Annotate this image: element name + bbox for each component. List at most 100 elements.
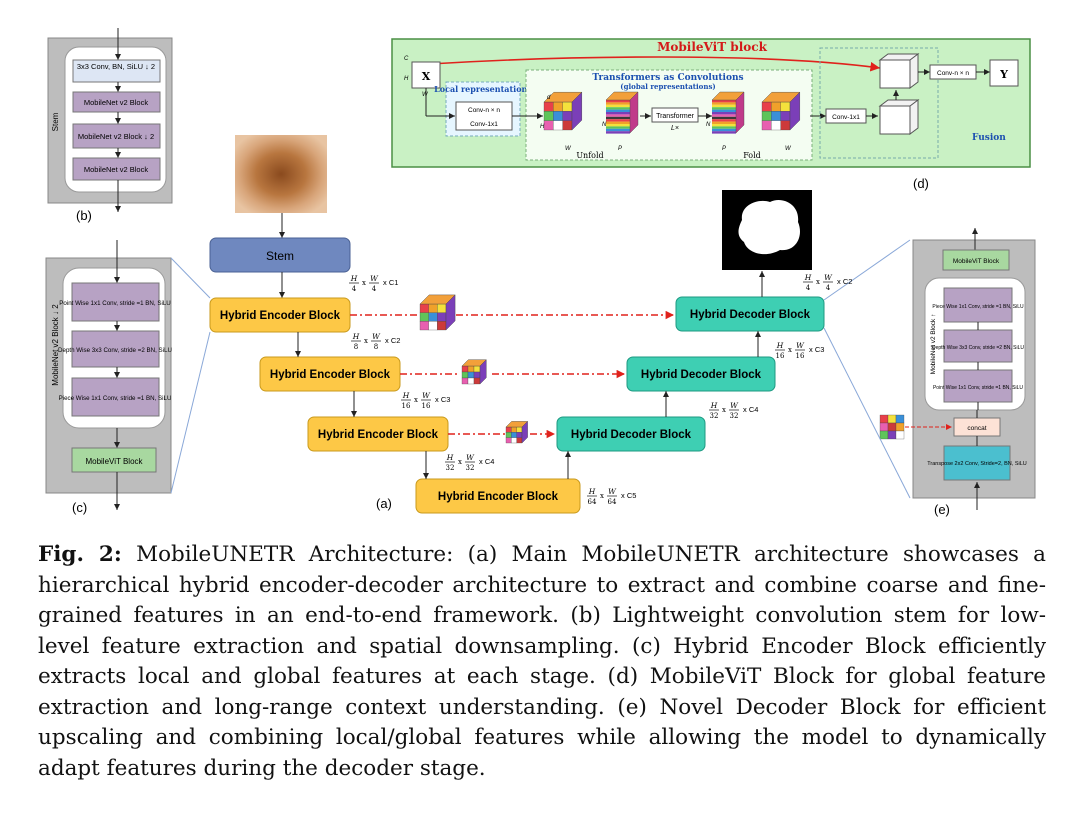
svg-text:16: 16 [402,402,411,410]
svg-text:64: 64 [608,498,617,506]
svg-text:4: 4 [806,284,811,292]
encoder-block-1: Hybrid Encoder Block [220,310,341,322]
skip-cube-3 [505,420,529,444]
panel-e-label: (e) [934,502,950,517]
svg-text:x C3: x C3 [435,395,450,404]
vit-stack-2 [711,91,745,134]
svg-text:32: 32 [446,464,455,472]
vit-transformers-title: Transformers as Convolutions [592,73,743,83]
vit-dim-w2: W [785,146,792,152]
input-image [235,135,327,213]
encoder-vit-block: MobileViT Block [85,457,143,466]
svg-text:16: 16 [422,402,431,410]
svg-text:64: 64 [588,498,597,506]
decoder-block-3: Hybrid Decoder Block [690,309,811,321]
svg-text:W: W [372,332,381,341]
figure-caption: Fig. 2: MobileUNETR Architecture: (a) Ma… [38,540,1046,784]
stem-block: Stem [266,249,294,263]
encoder-side-label: MobileNet v2 Block ↓ 2 [51,304,60,386]
stem-block-4: MobileNet v2 Block [84,165,148,174]
stem-block-2: MobileNet v2 Block [84,98,148,107]
encoder-depthwise: Depth Wise 3x3 Conv, stride =2 BN, SiLU [58,347,172,354]
svg-text:32: 32 [466,464,475,472]
svg-text:4: 4 [352,285,357,293]
vit-stack-1 [605,91,639,134]
panel-c-label: (c) [72,500,87,515]
decoder-vit-block: MobileViT Block [953,258,1000,265]
vit-cube-2 [761,91,801,131]
svg-text:16: 16 [776,352,785,360]
stem-block-3: MobileNet v2 Block ↓ 2 [78,132,154,141]
svg-text:x: x [722,406,726,414]
svg-text:W: W [796,341,805,350]
svg-text:16: 16 [796,352,805,360]
svg-text:x C2: x C2 [837,277,852,286]
vit-dim-p1: P [618,146,622,152]
decoder-block-1: Hybrid Decoder Block [571,429,692,441]
architecture-figure: Stem 3x3 Conv, BN, SiLU ↓ 2 MobileNet v2… [45,28,1036,517]
svg-text:x C1: x C1 [383,278,398,287]
decoder-detail-panel: MobileViT Block MobileNet v2 Block ↑ Pie… [879,228,1036,517]
vit-dim-c: C [404,56,409,62]
vit-unfold: Unfold [576,151,603,160]
vit-x: X [422,70,431,83]
vit-cube-1 [543,91,583,131]
svg-text:x: x [458,458,462,466]
svg-text:x: x [364,337,368,345]
encoder-detail-panel: MobileNet v2 Block ↓ 2 Point Wise 1x1 Co… [45,240,172,515]
decoder-transpose: Transpose 2x2 Conv, Stride=2, BN, SiLU [927,461,1027,467]
svg-text:H: H [446,453,454,462]
svg-text:4: 4 [826,284,831,292]
vit-dim-h: H [404,76,409,82]
mobilevit-panel: MobileViT block X Local representations … [391,38,1031,191]
vit-y: Y [999,68,1008,81]
encoder-piecewise: Piece Wise 1x1 Conv, stride =1 BN, SiLU [59,395,172,402]
main-architecture: Stem Hybrid Encoder Block Hybrid Encoder… [209,135,852,514]
svg-text:x C5: x C5 [621,491,636,500]
svg-text:x: x [788,346,792,354]
vit-l-times: L× [671,125,679,132]
vit-transformer-box: Transformer [656,113,695,120]
encoder-block-2: Hybrid Encoder Block [270,369,391,381]
vit-fold: Fold [743,151,761,160]
svg-text:H: H [352,332,360,341]
svg-text:x C4: x C4 [479,457,494,466]
svg-text:32: 32 [730,412,739,420]
panel-d-label: (d) [913,176,929,191]
decoder-skip-cube [879,414,905,440]
svg-text:x: x [414,396,418,404]
vit-dim-w: W [422,92,429,98]
vit-dim-p2: P [722,146,726,152]
panel-b-label: (b) [76,208,92,223]
svg-text:W: W [370,274,379,283]
svg-text:H: H [588,487,596,496]
svg-text:H: H [710,401,718,410]
svg-text:W: W [422,391,431,400]
svg-text:x C2: x C2 [385,336,400,345]
vit-dim-n2: N [706,122,711,128]
stem-block-1: 3x3 Conv, BN, SiLU ↓ 2 [77,62,155,71]
vit-dim-d: d [547,95,551,101]
svg-text:8: 8 [354,343,358,351]
vit-conv1x1: Conv-1x1 [832,114,860,121]
vit-convnn: Conv-n × n [937,70,969,77]
vit-dim-h1: H [540,124,545,130]
svg-text:H: H [350,274,358,283]
vit-fusion: Fusion [972,133,1006,143]
stem-detail-panel: Stem 3x3 Conv, BN, SiLU ↓ 2 MobileNet v2… [47,28,173,223]
vit-transformers-sub: (global representations) [620,82,715,91]
encoder-block-4: Hybrid Encoder Block [438,491,559,503]
vit-dim-w1: W [565,146,572,152]
svg-text:H: H [402,391,410,400]
svg-text:x: x [816,278,820,286]
svg-text:x C3: x C3 [809,345,824,354]
svg-text:W: W [608,487,617,496]
